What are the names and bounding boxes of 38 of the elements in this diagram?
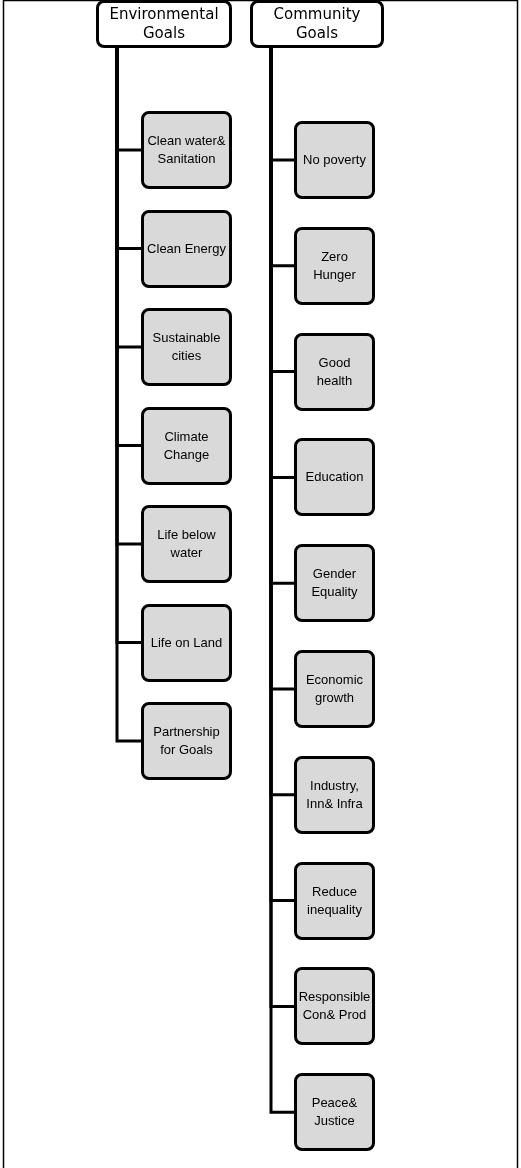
goal-box <box>141 505 232 583</box>
goal-label: Good health <box>315 353 354 390</box>
goal-box <box>294 967 375 1046</box>
goal-label: Life on Land <box>149 633 224 652</box>
goal-label: Industry, Inn& Infra <box>305 776 364 813</box>
goal-box <box>294 755 375 834</box>
goal-label: Clean Energy <box>146 239 227 258</box>
goal-box <box>141 406 232 485</box>
goal-box <box>294 1073 375 1152</box>
goal-box <box>141 702 232 780</box>
goal-box <box>141 111 232 189</box>
goal-label: Reduce inequality <box>306 882 363 919</box>
goal-label: Life below water <box>156 526 217 562</box>
goal-label: Zero Hunger <box>312 247 357 284</box>
goal-box <box>294 226 375 305</box>
goal-label: Peace& Justice <box>310 1094 359 1131</box>
goal-label: Sustainable cities <box>151 329 222 365</box>
goal-label: Partnership for Goals <box>152 723 221 759</box>
goal-label: No poverty <box>302 151 367 169</box>
category-title: Community Goals <box>272 5 362 43</box>
goal-box <box>294 332 375 411</box>
goal-label: Clean water& Sanitation <box>146 132 227 168</box>
category-title: Environmental Goals <box>108 5 220 43</box>
goal-label: Economic growth <box>304 671 365 707</box>
category-box <box>250 0 384 48</box>
goal-box <box>294 544 375 623</box>
goal-label: Gender Equality <box>310 565 359 602</box>
goal-box <box>294 861 375 940</box>
goal-label: Climate Change <box>162 427 211 464</box>
goal-box <box>141 603 232 682</box>
goal-label: Education <box>304 468 365 487</box>
goal-box <box>294 650 375 728</box>
goal-box <box>141 308 232 386</box>
goal-box <box>294 438 375 517</box>
goal-box <box>294 121 375 199</box>
goal-label: Responsible Con& Prod <box>297 988 372 1025</box>
category-box <box>96 0 232 48</box>
goal-box <box>141 209 232 288</box>
